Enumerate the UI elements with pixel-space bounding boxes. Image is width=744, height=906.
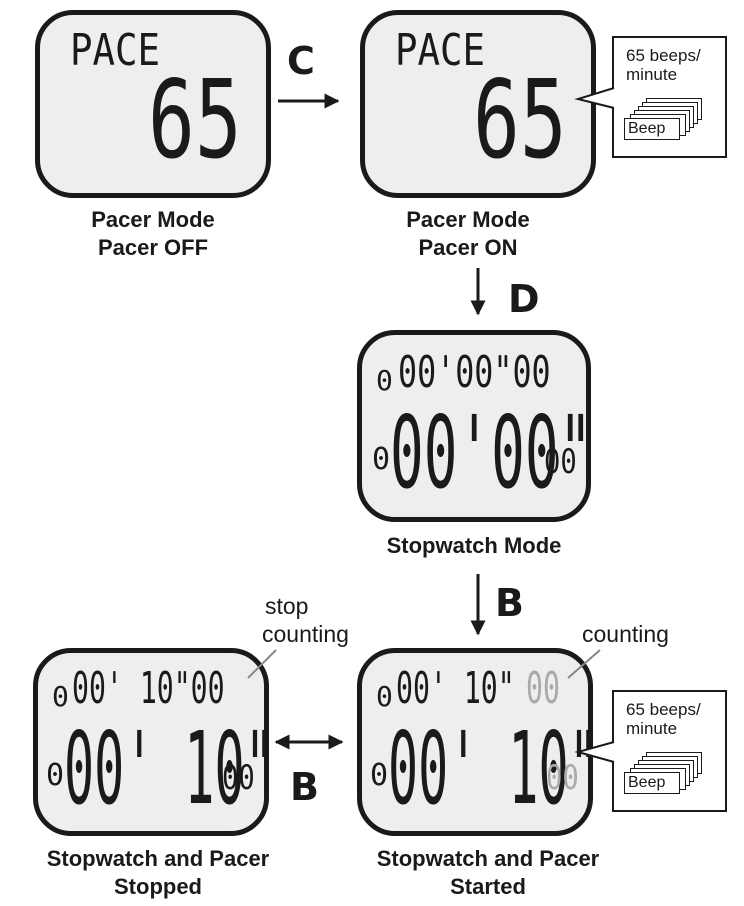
note-line: stop: [265, 593, 309, 619]
caption-line: Pacer Mode: [91, 207, 215, 232]
lcd-stopwatch: 0 00'00"00 0 00'00" 00: [357, 330, 593, 522]
beep-callout: 65 beeps/ minute Beep: [612, 36, 727, 158]
lcd-main-sub: 00: [546, 758, 579, 798]
step-letter-b: B: [290, 765, 319, 809]
beep-card-stack-layer: [624, 118, 680, 140]
leader-counting: [567, 649, 601, 679]
lcd-top-time: 00' 10"00: [72, 663, 225, 714]
lcd-top-prefix: 0: [376, 364, 393, 397]
note-line: counting: [262, 621, 349, 647]
lcd-stopped: 0 00' 10"00 0 00' 10" 00: [33, 648, 275, 836]
caption-line: Pacer ON: [418, 235, 518, 260]
note-counting: counting: [582, 621, 669, 647]
beep-rate-line: minute: [626, 65, 678, 84]
caption-stopped: Stopwatch and Pacer Stopped: [0, 845, 316, 901]
lcd-pace-value: 65: [473, 58, 567, 183]
caption-line: Pacer OFF: [97, 235, 209, 260]
lcd-main-time: 00' 10": [64, 710, 275, 827]
caption-started: Stopwatch and Pacer Started: [330, 845, 646, 901]
lcd-main-time: 00' 10": [388, 710, 599, 827]
lcd-main-time: 00'00": [390, 394, 593, 511]
caption-stopwatch: Stopwatch Mode: [354, 532, 594, 560]
lcd-main-sub: 00: [544, 442, 577, 482]
lcd-top-counting-digits: 00: [526, 663, 560, 714]
lcd-top-prefix: 0: [376, 680, 393, 713]
caption-line: Stopwatch and Pacer: [46, 846, 270, 871]
lcd-pacer-off: PACE 65: [35, 10, 271, 198]
lcd-top-time: 00' 10": [396, 663, 515, 714]
caption-pacer-off: Pacer Mode Pacer OFF: [53, 206, 253, 262]
lcd-pacer-on: PACE 65: [360, 10, 596, 198]
beep-rate-line: 65 beeps/: [626, 46, 701, 65]
step-letter-c: C: [287, 39, 315, 83]
note-stop-counting: stop counting: [262, 592, 349, 648]
caption-line: Stopwatch Mode: [386, 533, 562, 558]
lcd-main-prefix: 0: [372, 442, 391, 477]
caption-line: Pacer Mode: [406, 207, 530, 232]
step-letter-d: D: [508, 277, 540, 321]
beep-rate-line: 65 beeps/: [626, 700, 701, 719]
beep-word: Beep: [628, 774, 666, 791]
beep-rate-label: 65 beeps/ minute: [626, 46, 701, 84]
beep-callout: 65 beeps/ minute Beep: [612, 690, 727, 812]
beep-card-stack-layer: [624, 772, 680, 794]
lcd-pace-value: 65: [148, 58, 242, 183]
beep-word: Beep: [628, 120, 666, 137]
caption-line: Stopwatch and Pacer: [376, 846, 600, 871]
leader-stop-counting: [247, 649, 277, 679]
lcd-main-prefix: 0: [46, 758, 65, 793]
lcd-started: 0 00' 10" 00 0 00' 10" 00: [357, 648, 599, 836]
lcd-top-time: 00'00"00: [398, 347, 551, 398]
caption-line: Started: [450, 874, 526, 899]
beep-rate-label: 65 beeps/ minute: [626, 700, 701, 738]
lcd-main-sub: 00: [222, 758, 255, 798]
caption-pacer-on: Pacer Mode Pacer ON: [368, 206, 568, 262]
lcd-top-prefix: 0: [52, 680, 69, 713]
callout-pointer: [574, 741, 615, 763]
caption-line: Stopped: [114, 874, 202, 899]
lcd-pace-label: PACE: [70, 25, 161, 76]
beep-rate-line: minute: [626, 719, 678, 738]
lcd-main-prefix: 0: [370, 758, 389, 793]
step-letter-b: B: [495, 581, 524, 625]
callout-pointer: [574, 87, 615, 109]
lcd-pace-label: PACE: [395, 25, 486, 76]
